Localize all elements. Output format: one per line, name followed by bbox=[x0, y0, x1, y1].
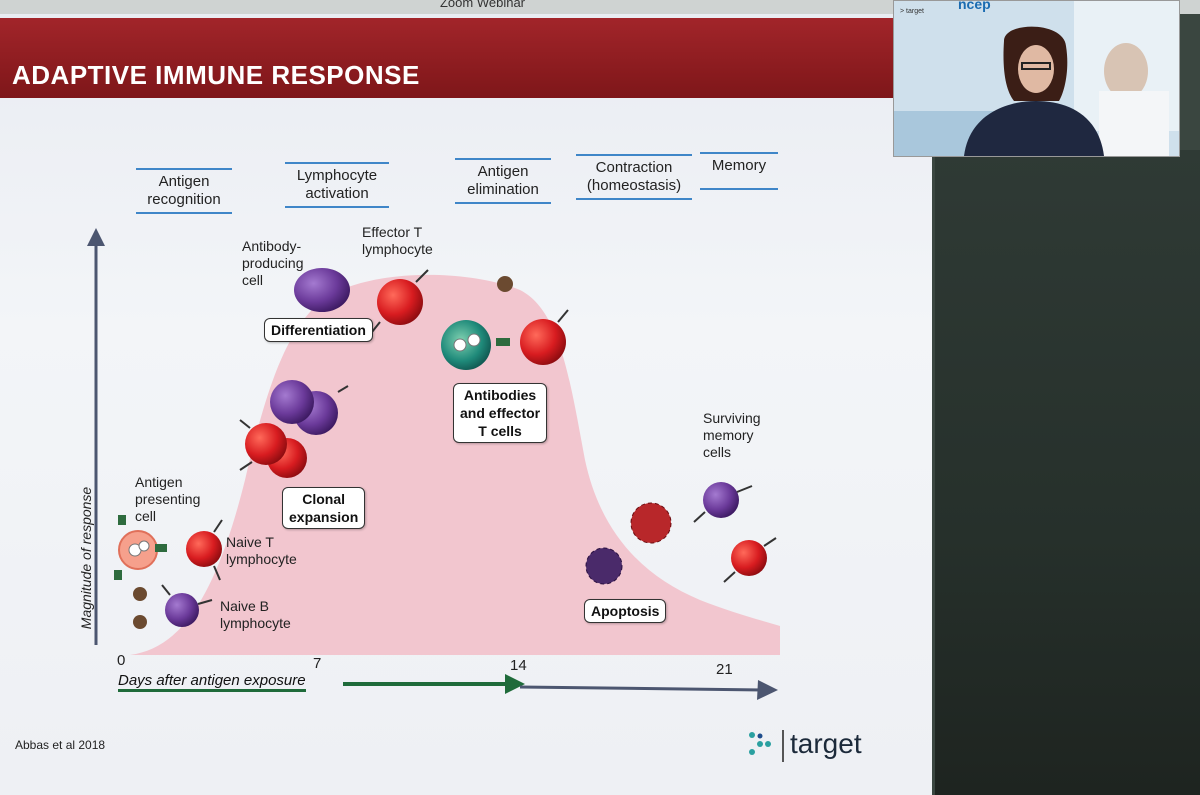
webcam-logo: ncep bbox=[958, 0, 991, 12]
x-tick-7: 7 bbox=[313, 655, 322, 672]
label-apc: Antigen presenting cell bbox=[135, 474, 201, 524]
brand-separator bbox=[782, 730, 784, 762]
memory-b-cell-icon bbox=[693, 482, 753, 523]
slide-header-bar bbox=[0, 18, 893, 98]
label-antibody-producing-cell: Antibody- producing cell bbox=[242, 238, 304, 288]
plasma-cell-icon bbox=[294, 268, 350, 312]
phase-antigen-elimination: Antigen elimination bbox=[455, 158, 551, 204]
phase-antigen-recognition: Antigen recognition bbox=[136, 168, 232, 214]
phase-contraction: Contraction (homeostasis) bbox=[576, 154, 692, 200]
effector-t-cell-icon bbox=[371, 269, 429, 333]
x-axis-gray bbox=[519, 685, 766, 692]
naive-b-cell-icon bbox=[161, 584, 213, 627]
x-tick-14: 14 bbox=[510, 657, 527, 674]
phase-lymphocyte-activation: Lymphocyte activation bbox=[285, 162, 389, 208]
x-axis-green-arrowhead bbox=[505, 674, 525, 694]
antigen-icon bbox=[497, 276, 513, 292]
brand-name: target bbox=[790, 728, 862, 759]
x-axis-label: Days after antigen exposure bbox=[118, 672, 306, 692]
window-title: Zoom Webinar bbox=[439, 0, 525, 10]
antigen-presenting-cell-icon bbox=[114, 515, 167, 580]
label-naive-t: Naive T lymphocyte bbox=[226, 534, 297, 567]
apoptotic-red-cell-icon bbox=[630, 502, 672, 544]
label-surviving-memory: Surviving memory cells bbox=[703, 410, 761, 460]
x-axis-gray-arrowhead bbox=[757, 680, 778, 700]
speaker-video-tile[interactable] bbox=[893, 0, 1180, 157]
webcam-brand: > target bbox=[900, 8, 924, 15]
infected-cell-icon bbox=[441, 320, 510, 370]
naive-t-cell-icon bbox=[186, 519, 223, 581]
y-axis-label: Magnitude of response bbox=[78, 486, 94, 630]
box-clonal-expansion: Clonal expansion bbox=[282, 487, 366, 529]
box-differentiation: Differentiation bbox=[264, 318, 373, 342]
x-tick-21: 21 bbox=[716, 661, 733, 678]
speaker-avatar bbox=[894, 1, 1179, 156]
effector-t-cell-2-icon bbox=[520, 309, 569, 365]
apoptotic-purple-cell-icon bbox=[585, 547, 623, 585]
phase-memory: Memory bbox=[700, 152, 778, 190]
background-panel bbox=[935, 150, 1200, 795]
target-logo-mark bbox=[749, 732, 771, 755]
label-naive-b: Naive B lymphocyte bbox=[220, 598, 291, 631]
memory-t-cell-icon bbox=[723, 537, 777, 583]
antigen-icons bbox=[133, 587, 147, 629]
box-apoptosis: Apoptosis bbox=[584, 599, 667, 623]
slide-title: ADAPTIVE IMMUNE RESPONSE bbox=[12, 60, 420, 90]
y-axis-arrowhead bbox=[87, 228, 105, 246]
x-tick-0: 0 bbox=[117, 652, 126, 669]
label-effector-t: Effector T lymphocyte bbox=[362, 224, 433, 257]
box-antibodies-effector: Antibodies and effector T cells bbox=[453, 383, 548, 443]
citation: Abbas et al 2018 bbox=[15, 738, 106, 752]
immune-response-diagram bbox=[87, 228, 780, 755]
clonal-expansion-cells-icon bbox=[239, 380, 349, 478]
